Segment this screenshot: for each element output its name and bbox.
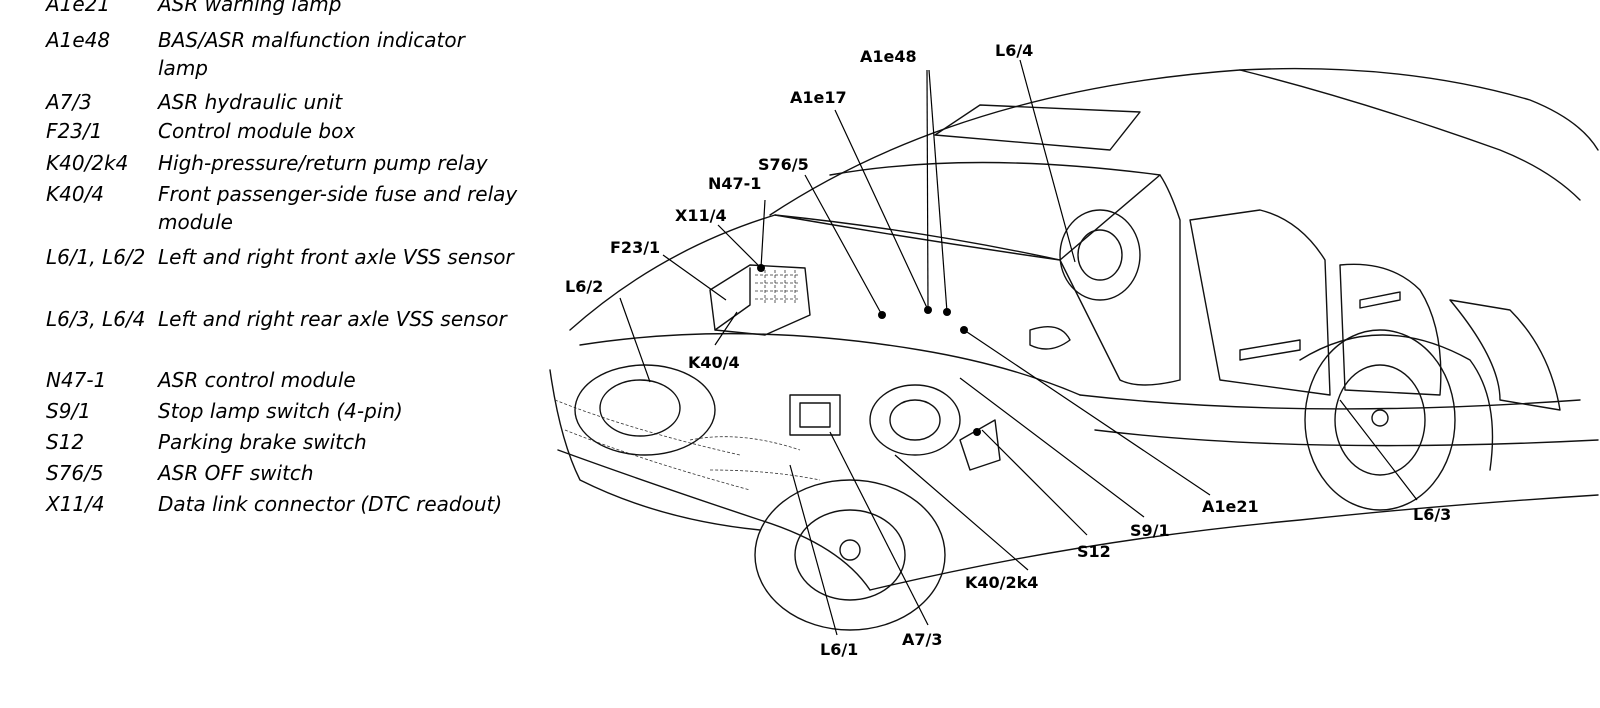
callout-labels: A1e48 L6/4 A1e17 S76/5 N47-1 X11/4 F23/1… [565, 41, 1451, 659]
callout-l6-1: L6/1 [820, 640, 858, 659]
legend-code: S12 [46, 430, 85, 454]
legend-description: Parking brake switch [158, 430, 367, 454]
legend-description: Left and right rear axle VSS sensor [158, 307, 507, 331]
legend-description: Data link connector (DTC readout) [158, 492, 503, 516]
car-body-outline [549, 67, 1599, 631]
callout-a1e48: A1e48 [860, 47, 917, 66]
vehicle-component-diagram: A1e48 L6/4 A1e17 S76/5 N47-1 X11/4 F23/1… [540, 0, 1600, 708]
legend-code: S9/1 [46, 399, 91, 423]
legend-description: High-pressure/return pump relay [158, 151, 488, 175]
legend-code: L6/3, L6/4 [46, 307, 146, 331]
legend-code: K40/2k4 [46, 151, 129, 175]
callout-s76-5: S76/5 [758, 155, 809, 174]
leader-lines [619, 59, 1418, 636]
legend-description: Left and right front axle VSS sensor [158, 245, 514, 269]
legend-description: ASR warning lamp [158, 0, 342, 16]
callout-x11-4: X11/4 [675, 206, 727, 225]
car-illustration: A1e48 L6/4 A1e17 S76/5 N47-1 X11/4 F23/1… [549, 41, 1599, 659]
legend-description: ASR OFF switch [158, 461, 314, 485]
legend-code: L6/1, L6/2 [46, 245, 146, 269]
callout-a1e17: A1e17 [790, 88, 847, 107]
legend-description: ASR control module [158, 368, 356, 392]
callout-n47-1: N47-1 [708, 174, 761, 193]
legend-description: Stop lamp switch (4-pin) [158, 399, 403, 423]
callout-l6-3: L6/3 [1413, 505, 1451, 524]
fuse-grid [755, 270, 800, 305]
callout-k40-2k4: K40/2k4 [965, 573, 1038, 592]
legend-description: Control module box [158, 119, 356, 143]
callout-a1e21: A1e21 [1202, 497, 1259, 516]
callout-s12: S12 [1077, 542, 1111, 561]
callout-f23-1: F23/1 [610, 238, 660, 257]
callout-l6-2: L6/2 [565, 277, 603, 296]
legend-code: A1e21 [46, 0, 111, 16]
legend-code: A7/3 [46, 90, 92, 114]
callout-a7-3: A7/3 [902, 630, 943, 649]
legend-code: A1e48 [46, 28, 111, 52]
legend-code: S76/5 [46, 461, 104, 485]
legend-code: X11/4 [46, 492, 105, 516]
legend-code: K40/4 [46, 182, 105, 206]
legend-description: BAS/ASR malfunction indicator lamp [158, 28, 465, 80]
callout-k40-4: K40/4 [688, 353, 740, 372]
callout-s9-1: S9/1 [1130, 521, 1170, 540]
legend-description: Front passenger-side fuse and relay modu… [158, 182, 518, 234]
component-legend: A1e21 ASR warning lamp A1e48 BAS/ASR mal… [0, 0, 520, 708]
callout-l6-4: L6/4 [995, 41, 1033, 60]
legend-code: F23/1 [46, 119, 103, 143]
legend-code: N47-1 [46, 368, 107, 392]
legend-description: ASR hydraulic unit [158, 90, 343, 114]
